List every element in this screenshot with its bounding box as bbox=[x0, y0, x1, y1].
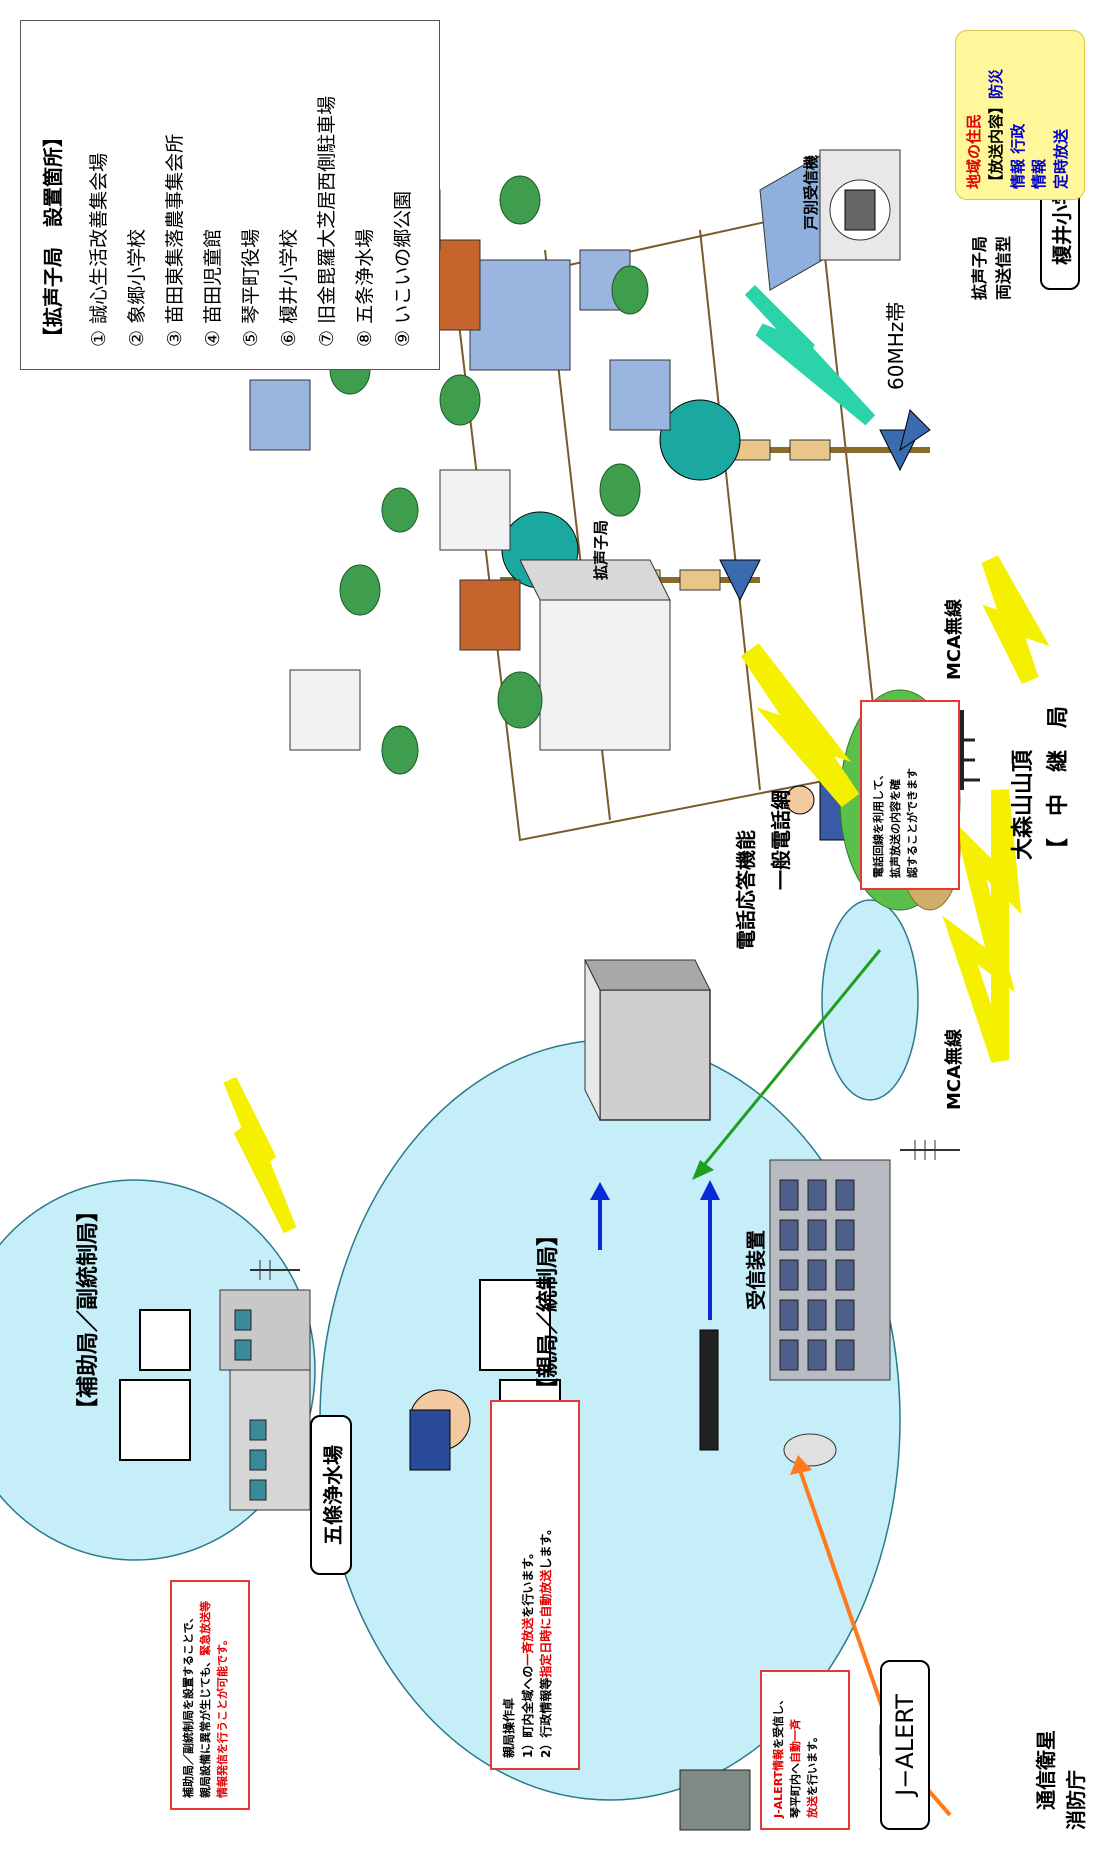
band-label: 60MHz帯 bbox=[884, 301, 908, 390]
radio-wave-60mhz bbox=[744, 285, 876, 426]
fire-agency-building bbox=[679, 1769, 751, 1831]
school-tower bbox=[659, 399, 931, 481]
master-ops-title: 親局操作卓 bbox=[502, 1697, 516, 1758]
master-building bbox=[769, 1140, 960, 1381]
home-note-info-2: 情報 bbox=[1030, 158, 1049, 189]
home-receiver-house bbox=[759, 149, 901, 291]
receiver-device-label: 受信装置 bbox=[744, 1230, 768, 1310]
phone-response-label: 電話応答機能 bbox=[734, 830, 758, 950]
jalert-note-line-2: 琴平町内へ自動一斉 bbox=[789, 1719, 803, 1818]
phone-note-line-3: 認することができます bbox=[906, 768, 920, 878]
sub-station-label: 【補助局／副統制局】 bbox=[76, 1199, 101, 1420]
operator-console bbox=[409, 1279, 561, 1471]
phone-response-area bbox=[821, 899, 919, 1101]
home-note-info: 情報 行政 bbox=[1008, 123, 1027, 189]
satellite-label: 通信衛星 bbox=[1034, 1730, 1058, 1810]
master-ops-line-1: 1）町内全域への一斉放送を行います。 bbox=[520, 1546, 535, 1758]
master-station-label: 【親局／統制局】 bbox=[536, 1223, 561, 1400]
legend-item: ④ 苗田児童館 bbox=[202, 228, 224, 347]
jalert-note-line-1: J-ALERT情報を受信し、 bbox=[772, 1693, 785, 1818]
bidirectional-label: 両送信型 bbox=[994, 235, 1013, 300]
mca-lightning-left bbox=[942, 789, 1022, 1063]
sub-note-line-2: 親局設備に異常が生じても、緊急放送等 bbox=[199, 1600, 213, 1798]
mca-top-label: MCA無線 bbox=[944, 598, 965, 680]
home-note-content: 【放送内容】防災 bbox=[986, 68, 1005, 189]
server-rack bbox=[584, 959, 711, 1121]
satellite-dish bbox=[783, 1433, 837, 1467]
legend-item: ⑥ 榎井小学校 bbox=[278, 228, 300, 347]
mca-left-label: MCA無線 bbox=[944, 1028, 965, 1110]
legend-item: ⑦ 旧金毘羅大芝居西側駐車場 bbox=[316, 95, 338, 347]
legend-item: ② 象郷小学校 bbox=[126, 228, 148, 347]
sub-lightning bbox=[223, 1076, 297, 1234]
mca-lightning-top bbox=[981, 555, 1050, 685]
phone-network-label: 一般電話網 bbox=[769, 790, 793, 890]
legend: 【拡声子局 設置箇所】 ① 誠心生活改善集会場 ② 象郷小学校 ③ 苗田東集落農… bbox=[20, 20, 440, 370]
speaker-substation-label: 拡声子局 bbox=[592, 519, 610, 580]
mca-lightning-mid bbox=[740, 643, 860, 808]
sub-station-console bbox=[119, 1309, 191, 1461]
home-note-residents: 地域の住民 bbox=[965, 113, 983, 189]
home-broadcast-note: 地域の住民 【放送内容】防災 情報 行政 情報 定時放送 bbox=[955, 30, 1085, 200]
legend-item: ⑧ 五条浄水場 bbox=[354, 228, 376, 347]
sub-note-line-1: 補助局／副統制局を設置することで、 bbox=[182, 1611, 195, 1798]
master-ops-line-2: 2）行政情報等指定日時に自動放送します。 bbox=[539, 1522, 554, 1758]
legend-item: ⑤ 琴平町役場 bbox=[240, 228, 262, 347]
legend-item: ① 誠心生活改善集会場 bbox=[88, 152, 110, 347]
jalert-note-line-3: 放送を行います。 bbox=[806, 1731, 820, 1818]
sub-note-line-3: 情報発信を行うことが可能です。 bbox=[216, 1634, 230, 1798]
legend-item: ⑨ いこいの郷公園 bbox=[392, 190, 414, 347]
receiver-device bbox=[699, 1329, 719, 1451]
jalert-label: J−ALERT bbox=[880, 1660, 930, 1830]
sub-station-area bbox=[0, 1179, 316, 1561]
sub-station-building bbox=[219, 1260, 311, 1511]
water-plant-label: 五條浄水場 bbox=[310, 1415, 352, 1575]
phone-note-line-1: 電話回線を利用して、 bbox=[872, 768, 885, 878]
relay-station-label: 【 中 継 局 bbox=[1046, 705, 1071, 860]
phone-note-box: 電話回線を利用して、 拡声放送の内容を確 認することができます bbox=[860, 700, 960, 890]
home-note-scheduled: 定時放送 bbox=[1052, 128, 1070, 189]
jalert-note-box: J-ALERT情報を受信し、 琴平町内へ自動一斉 放送を行います。 bbox=[760, 1670, 850, 1830]
bidirectional-label-2: 拡声子局 bbox=[970, 235, 989, 300]
master-ops-box: 親局操作卓 1）町内全域への一斉放送を行います。 2）行政情報等指定日時に自動放… bbox=[490, 1400, 580, 1770]
legend-title: 【拡声子局 設置箇所】 bbox=[41, 127, 65, 347]
relay-site-label: 大森山山頂 bbox=[1011, 749, 1036, 860]
home-receiver-label: 戸別受信機 bbox=[802, 154, 820, 230]
fire-agency-label: 消防庁 bbox=[1064, 1770, 1088, 1830]
sub-note-box: 補助局／副統制局を設置することで、 親局設備に異常が生じても、緊急放送等 情報発… bbox=[170, 1580, 250, 1810]
legend-item: ③ 苗田東集落農事集会所 bbox=[164, 133, 186, 347]
phone-note-line-2: 拡声放送の内容を確 bbox=[889, 779, 903, 878]
